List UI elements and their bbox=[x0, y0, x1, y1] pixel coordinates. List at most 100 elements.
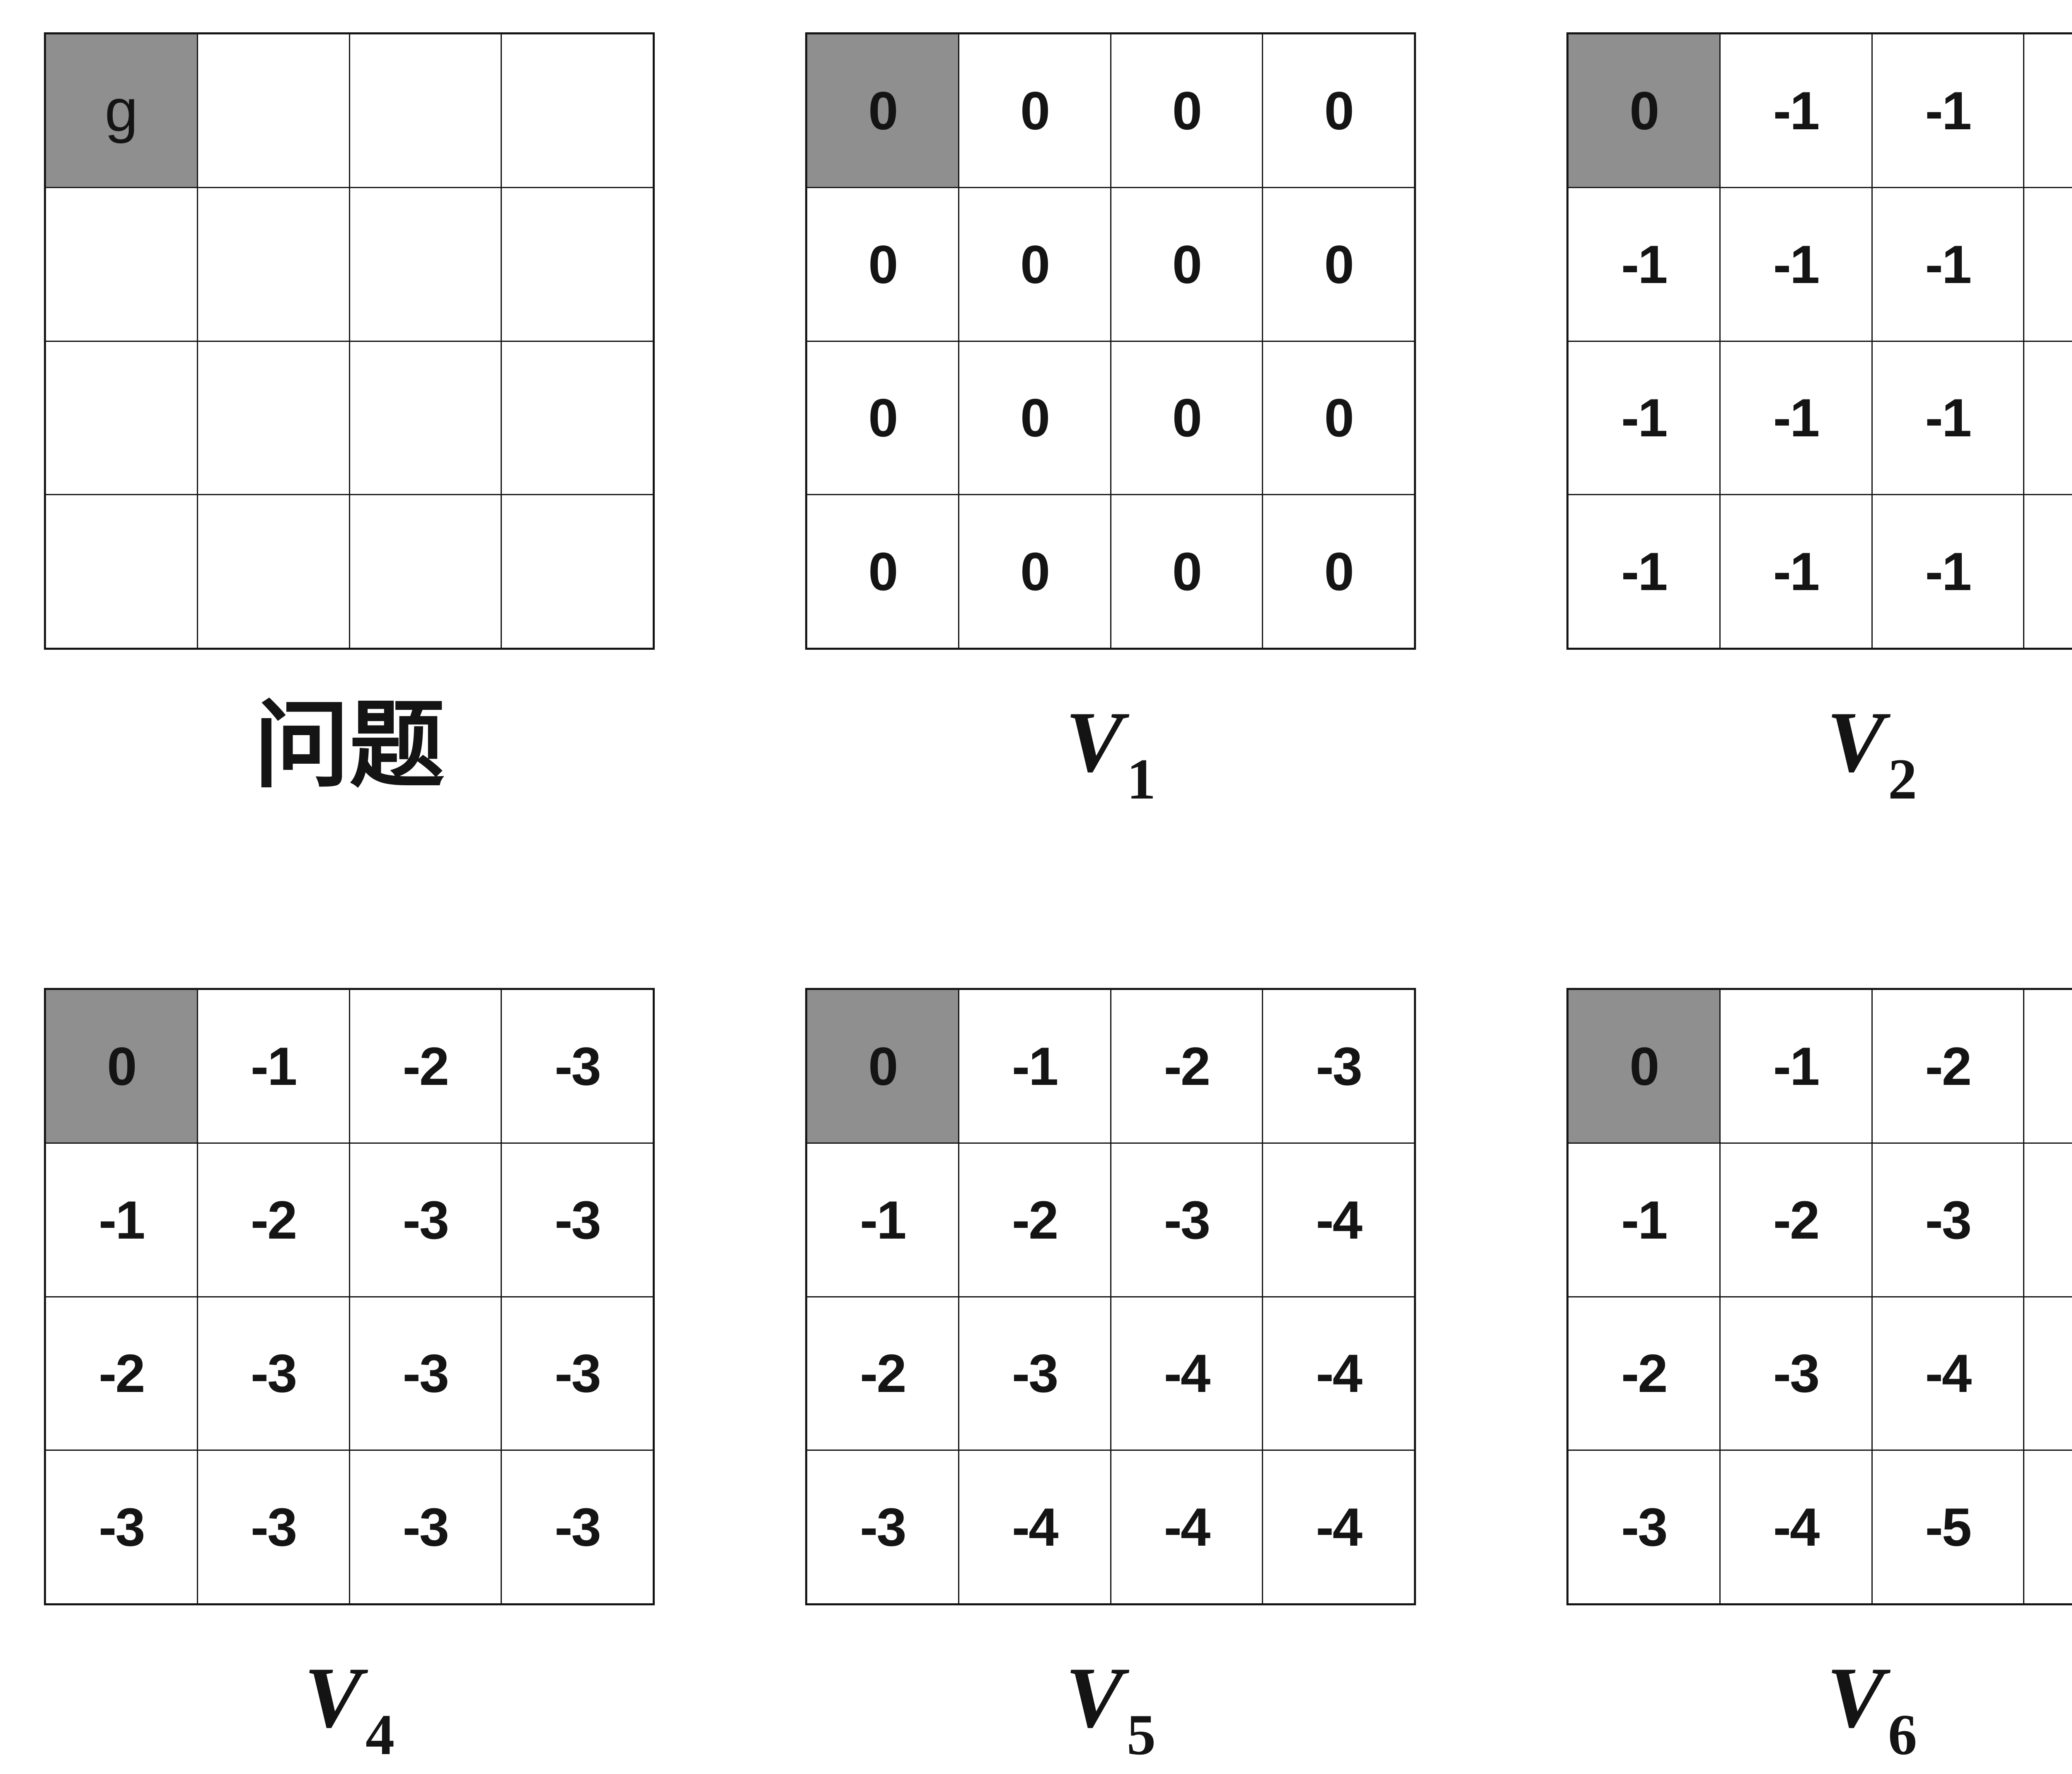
grid-cell: 0 bbox=[807, 188, 958, 341]
grid-cell: -3 bbox=[350, 1451, 501, 1603]
grid-cell: 0 bbox=[1111, 341, 1262, 494]
grid-cell: -2 bbox=[1720, 1143, 1871, 1296]
grid-cell: -3 bbox=[502, 1297, 653, 1450]
goal-cell: 0 bbox=[46, 990, 197, 1142]
grid-cell: -1 bbox=[198, 990, 349, 1142]
caption-problem: 问题 bbox=[254, 699, 445, 794]
grid-cell: -1 bbox=[1720, 188, 1871, 341]
grid-cell: -1 bbox=[2024, 341, 2072, 494]
grid-cell: -5 bbox=[2024, 1451, 2072, 1603]
caption-v5-subscript: 5 bbox=[1127, 1703, 1156, 1767]
grid-cell: -2 bbox=[807, 1297, 958, 1450]
grid-cell: -1 bbox=[1569, 1143, 1719, 1296]
grid-cell bbox=[350, 188, 501, 341]
grid-cell: -3 bbox=[46, 1451, 197, 1603]
grid-cell: -1 bbox=[807, 1143, 958, 1296]
grid-cell bbox=[502, 495, 653, 648]
grid-cell: 0 bbox=[807, 341, 958, 494]
caption-v5-base: V bbox=[1065, 1650, 1124, 1746]
caption-v1-base: V bbox=[1065, 694, 1124, 790]
goal-cell: 0 bbox=[807, 990, 958, 1142]
grid-cell bbox=[502, 188, 653, 341]
grid-cell: 0 bbox=[1111, 34, 1262, 187]
grid-cell: -4 bbox=[1263, 1451, 1414, 1603]
grid-cell: -3 bbox=[807, 1451, 958, 1603]
grid-cell: -4 bbox=[1263, 1297, 1414, 1450]
grid-cell: 0 bbox=[1263, 34, 1414, 187]
grid-cell: 0 bbox=[1111, 188, 1262, 341]
grid-v5: 0-1-2-3-1-2-3-4-2-3-4-4-3-4-4-4 bbox=[805, 988, 1416, 1605]
grid-cell bbox=[350, 495, 501, 648]
grid-cell: -3 bbox=[198, 1297, 349, 1450]
grid-cell: -3 bbox=[502, 1451, 653, 1603]
caption-v6-subscript: 6 bbox=[1888, 1703, 1917, 1767]
grid-cell: 0 bbox=[1263, 188, 1414, 341]
grid-cell bbox=[350, 341, 501, 494]
grid-cell: -2 bbox=[198, 1143, 349, 1296]
grid-cell bbox=[46, 188, 197, 341]
grid-cell: -1 bbox=[2024, 34, 2072, 187]
grid-cell: -3 bbox=[350, 1297, 501, 1450]
grid-cell: -4 bbox=[1111, 1297, 1262, 1450]
grid-cell bbox=[46, 495, 197, 648]
caption-v4-subscript: 4 bbox=[366, 1703, 395, 1767]
grid-cell: -1 bbox=[2024, 188, 2072, 341]
grid-cell: -3 bbox=[1263, 990, 1414, 1142]
grid-cell: -4 bbox=[1720, 1451, 1871, 1603]
grid-cell: -2 bbox=[1569, 1297, 1719, 1450]
grid-cell: 0 bbox=[959, 495, 1110, 648]
grid-cell: -1 bbox=[1872, 341, 2024, 494]
grid-cell: -4 bbox=[1872, 1297, 2024, 1450]
grid-cell bbox=[350, 34, 501, 187]
grid-cell: -1 bbox=[2024, 495, 2072, 648]
grid-cell: -1 bbox=[1569, 495, 1719, 648]
grid-cell: -4 bbox=[1263, 1143, 1414, 1296]
grid-cell: -5 bbox=[1872, 1451, 2024, 1603]
grid-cell: -3 bbox=[350, 1143, 501, 1296]
caption-v6-base: V bbox=[1826, 1650, 1885, 1746]
grid-cell: -1 bbox=[1720, 495, 1871, 648]
grid-cell: -2 bbox=[1872, 990, 2024, 1142]
grid-cell: -4 bbox=[1111, 1451, 1262, 1603]
grid-cell: -4 bbox=[2024, 1143, 2072, 1296]
grid-cell: -1 bbox=[1872, 495, 2024, 648]
grid-cell: -1 bbox=[1720, 990, 1871, 1142]
grid-cell: 0 bbox=[1111, 495, 1262, 648]
caption-v2-subscript: 2 bbox=[1888, 747, 1917, 811]
grid-cell: -2 bbox=[1111, 990, 1262, 1142]
grid-cell: -3 bbox=[1111, 1143, 1262, 1296]
goal-cell: g bbox=[46, 34, 197, 187]
grid-cell: -3 bbox=[502, 990, 653, 1142]
grid-cell bbox=[46, 341, 197, 494]
grid-v6: 0-1-2-3-1-2-3-4-2-3-4-5-3-4-5-5 bbox=[1566, 988, 2072, 1605]
grid-cell: -2 bbox=[959, 1143, 1110, 1296]
grid-cell: -1 bbox=[1720, 341, 1871, 494]
caption-v1-subscript: 1 bbox=[1127, 747, 1156, 811]
grid-cell bbox=[198, 341, 349, 494]
panel-problem: g 问题 bbox=[44, 32, 655, 794]
panel-v6: 0-1-2-3-1-2-3-4-2-3-4-5-3-4-5-5 V6 bbox=[1566, 988, 2072, 1764]
grid-cell: -3 bbox=[1720, 1297, 1871, 1450]
grid-cell: -1 bbox=[1569, 188, 1719, 341]
grid-cell: -1 bbox=[1569, 341, 1719, 494]
grid-cell: -1 bbox=[1872, 188, 2024, 341]
grid-cell: 0 bbox=[959, 188, 1110, 341]
grid-cell: 0 bbox=[959, 341, 1110, 494]
grid-cell bbox=[198, 188, 349, 341]
panel-v2: 0-1-1-1-1-1-1-1-1-1-1-1-1-1-1-1 V2 bbox=[1566, 32, 2072, 808]
grid-cell: 0 bbox=[959, 34, 1110, 187]
grid-cell: -2 bbox=[46, 1297, 197, 1450]
grid-cell: -3 bbox=[1872, 1143, 2024, 1296]
caption-v2-base: V bbox=[1826, 694, 1885, 790]
grid-v4: 0-1-2-3-1-2-3-3-2-3-3-3-3-3-3-3 bbox=[44, 988, 655, 1605]
